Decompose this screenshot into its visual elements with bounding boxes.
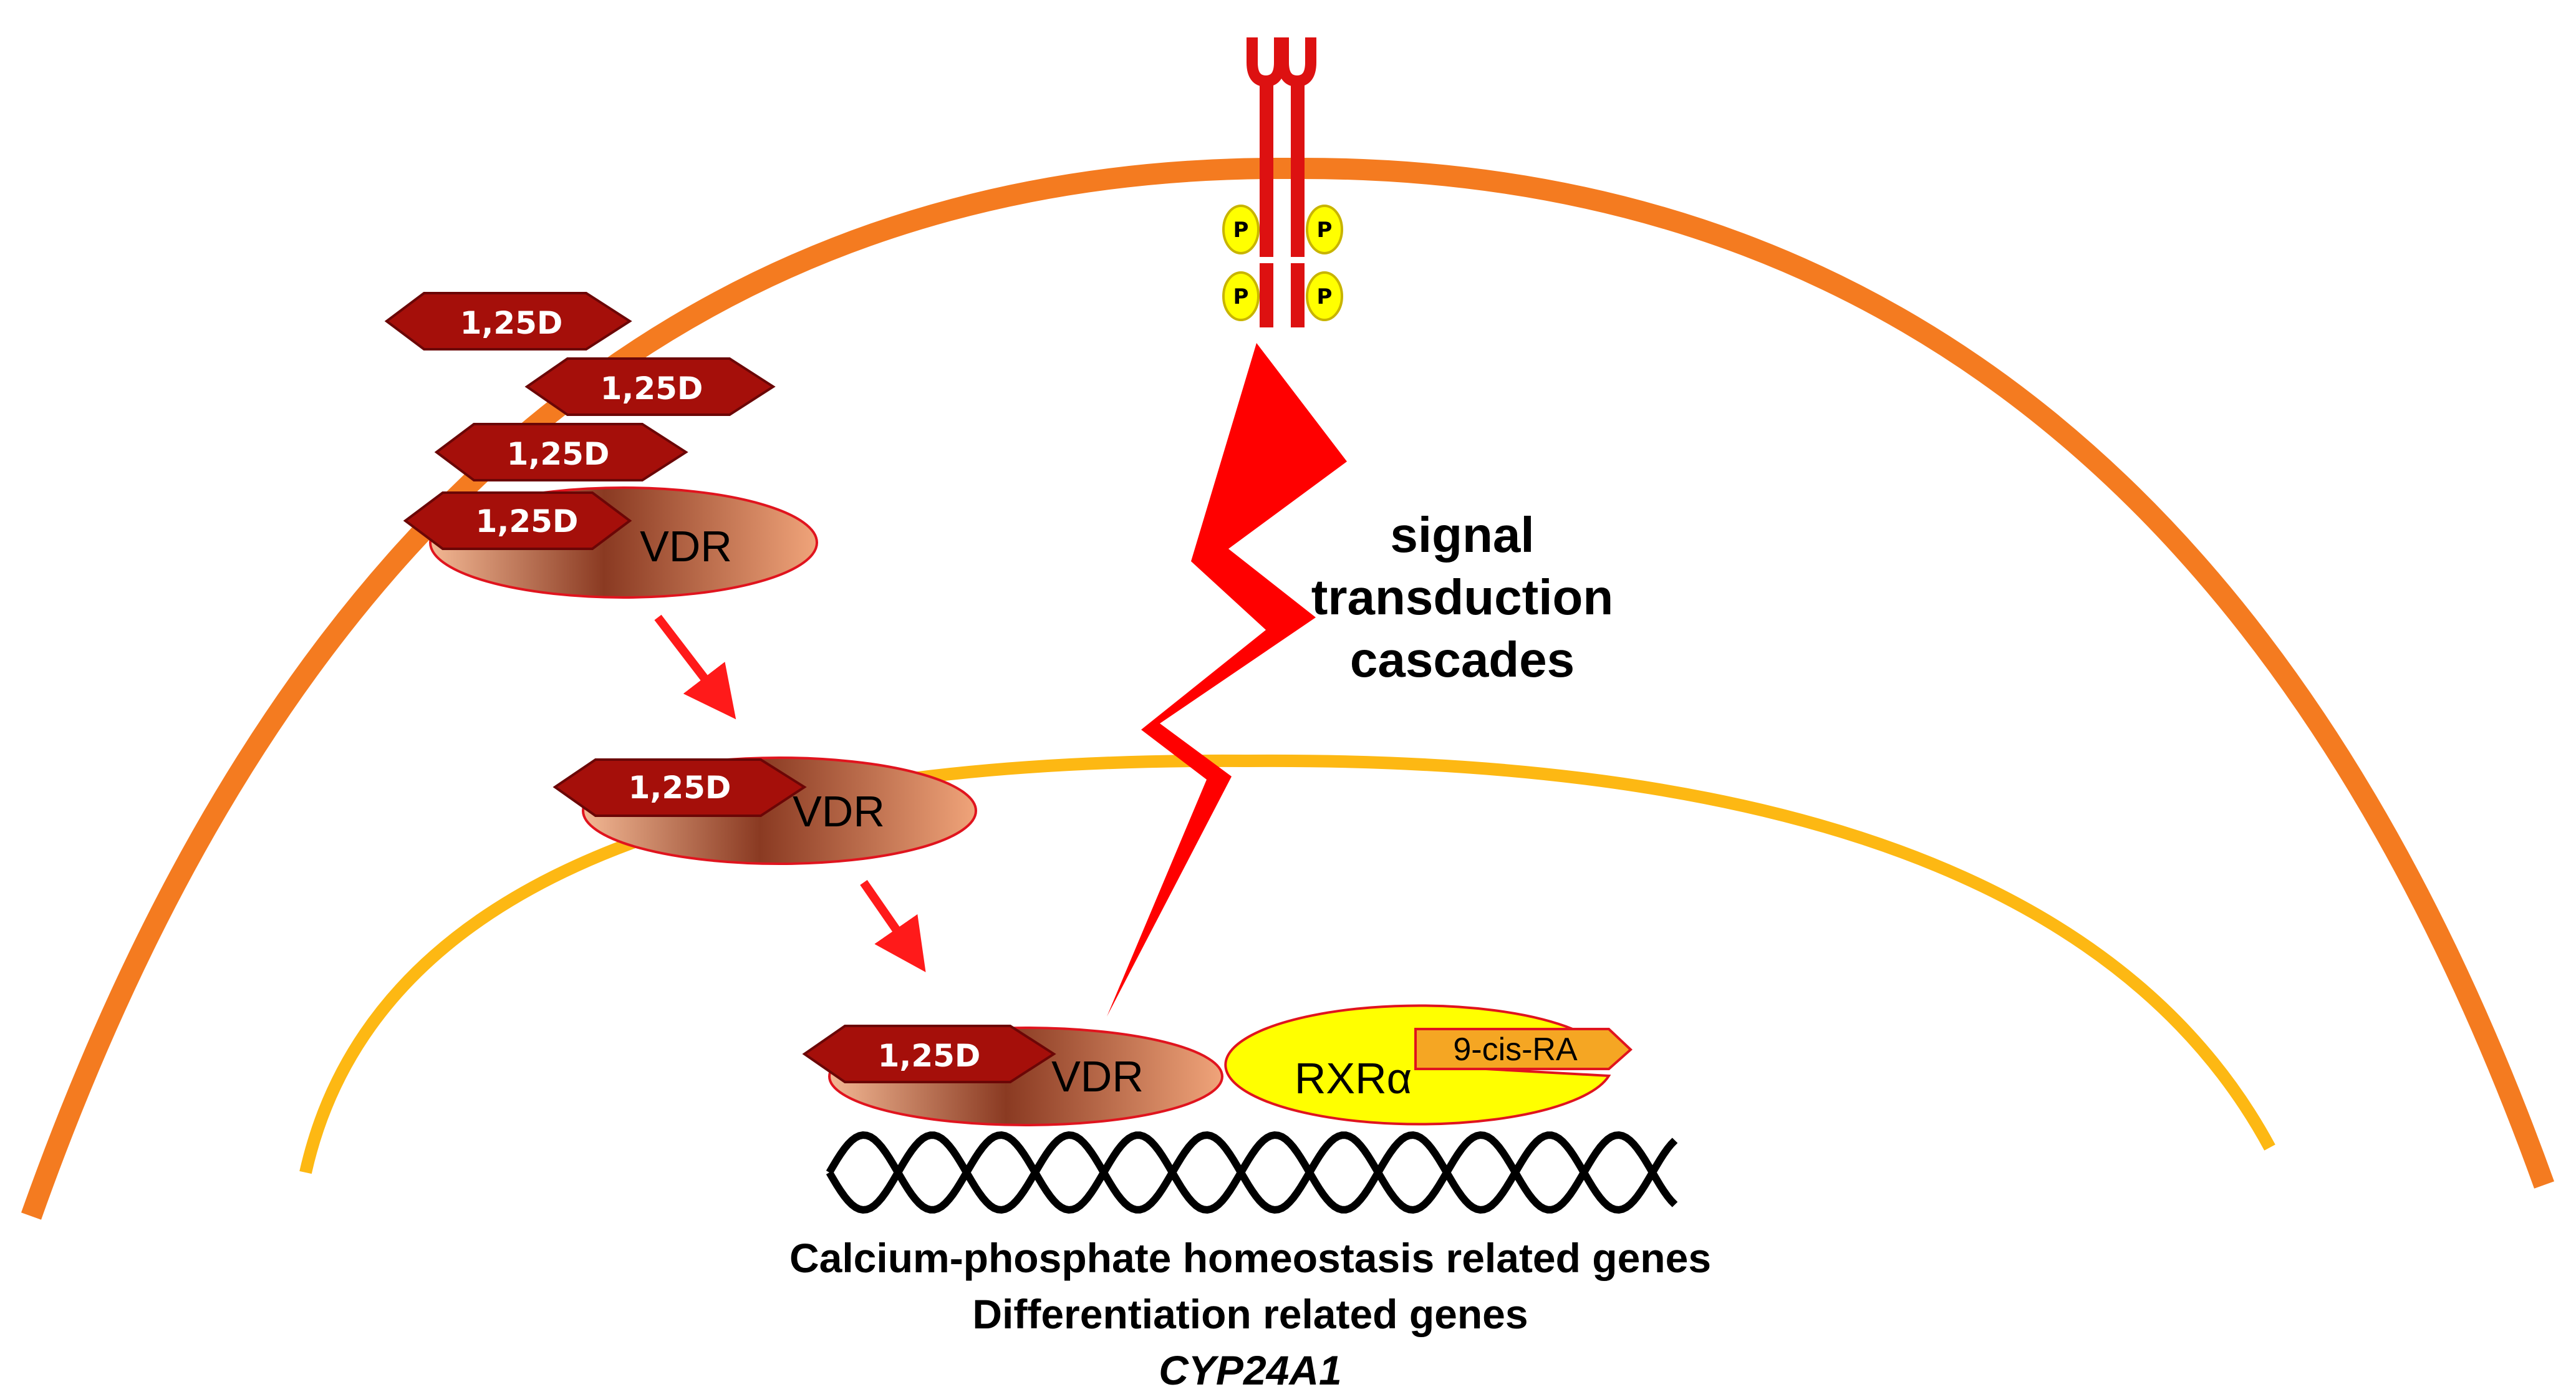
- ra-label: 9-cis-RA: [1453, 1032, 1578, 1068]
- dna-strand: [826, 1131, 1678, 1214]
- nuclear-membrane: [299, 754, 2275, 1174]
- gene-label-line1: Calcium-phosphate homeostasis related ge…: [789, 1235, 1711, 1281]
- phosphate-label: P: [1317, 284, 1333, 309]
- receptor-left-chain: [1260, 78, 1273, 327]
- ligand-label: 1,25D: [629, 770, 731, 806]
- receptor-left-arm: [1247, 37, 1285, 87]
- vdr-label: VDR: [793, 787, 885, 836]
- phosphate-label: P: [1317, 218, 1333, 243]
- phosphate-group: P: [1222, 205, 1260, 254]
- ligand-hexagon: 1,25D: [403, 491, 632, 550]
- phosphate-group: P: [1222, 271, 1260, 321]
- vdr-label: VDR: [1051, 1052, 1144, 1101]
- ligand-hexagon: 1,25D: [552, 758, 807, 817]
- phosphate-label: P: [1233, 218, 1249, 243]
- ligand-hexagon: 1,25D: [434, 423, 688, 481]
- lightning-bolt: [1107, 343, 1347, 1017]
- ligand-hexagon: 1,25D: [384, 292, 632, 350]
- translocation-arrow: [654, 614, 736, 720]
- ligand-label: 1,25D: [507, 436, 610, 472]
- receptor-right-arm: [1278, 37, 1316, 87]
- ligand-label: 1,25D: [476, 503, 579, 539]
- phosphate-group: P: [1306, 271, 1343, 321]
- vdr-label: VDR: [640, 522, 732, 571]
- ligand-hexagon: 1,25D: [524, 357, 776, 416]
- phosphate-group: P: [1306, 205, 1343, 254]
- translocation-arrow: [860, 880, 926, 972]
- membrane-receptor: [1247, 37, 1316, 327]
- rxr-label: RXRα: [1295, 1054, 1412, 1103]
- receptor-right-chain: [1291, 78, 1305, 327]
- ligand-label: 1,25D: [460, 305, 563, 341]
- ra-ligand: [1414, 1028, 1633, 1070]
- phosphate-label: P: [1233, 284, 1249, 309]
- dna-helix: [826, 1131, 1678, 1214]
- dna-strand: [826, 1131, 1678, 1214]
- signal-label-line3: cascades: [1350, 632, 1575, 687]
- ligand-label: 1,25D: [601, 370, 703, 407]
- gene-label-line3: CYP24A1: [1159, 1347, 1342, 1393]
- receptor-right-gap: [1291, 257, 1305, 263]
- signal-label-line2: transduction: [1311, 569, 1613, 625]
- ligand-label: 1,25D: [878, 1038, 981, 1074]
- signal-label-line1: signal: [1390, 507, 1534, 563]
- receptor-left-gap: [1260, 257, 1273, 263]
- ligand-hexagon: 1,25D: [802, 1025, 1056, 1083]
- gene-label-line2: Differentiation related genes: [972, 1291, 1528, 1337]
